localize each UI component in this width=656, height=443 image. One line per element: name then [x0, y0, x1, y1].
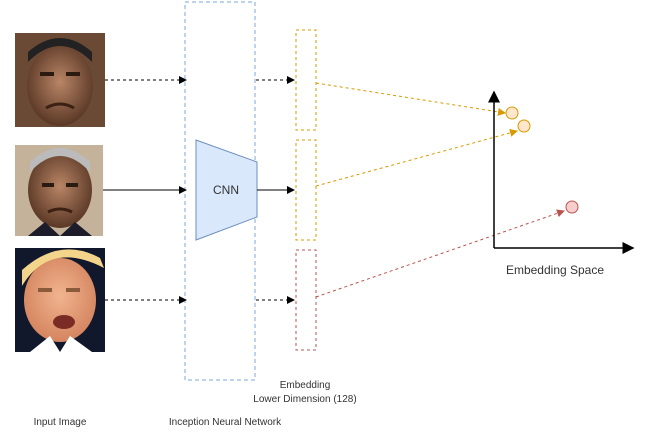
arrow-space-2 — [315, 128, 518, 187]
embedding-point-1 — [505, 106, 519, 120]
embedding-label-line2: Lower Dimension (128) — [253, 394, 356, 405]
embedding-vector-1 — [295, 29, 317, 131]
embedding-space-label: Embedding Space — [506, 263, 604, 277]
arrow-space-1 — [315, 82, 506, 116]
embedding-vector-2 — [295, 139, 317, 241]
cnn-block — [195, 139, 258, 241]
network-label: Inception Neural Network — [169, 417, 282, 428]
input-image-2 — [15, 145, 103, 236]
input-image-label: Input Image — [34, 417, 87, 428]
embedding-point-2 — [517, 119, 531, 133]
embedding-label-line1: Embedding — [280, 380, 331, 391]
input-image-3 — [15, 248, 105, 352]
input-image-1 — [15, 33, 105, 127]
embedding-point-3 — [565, 200, 579, 214]
cnn-label: CNN — [213, 183, 239, 197]
embedding-vector-3 — [295, 249, 317, 351]
arrow-space-3 — [315, 209, 565, 298]
